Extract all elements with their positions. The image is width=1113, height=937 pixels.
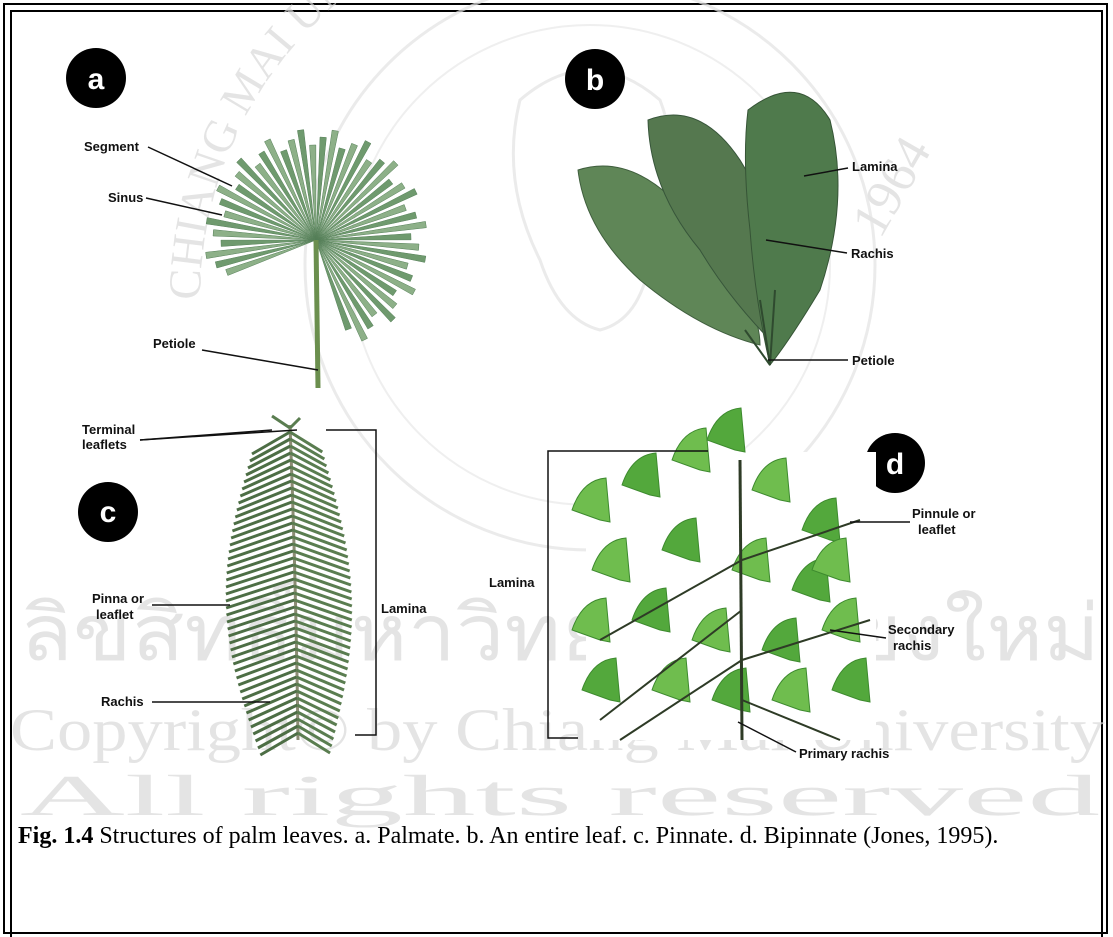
label-lamina-b: Lamina: [852, 159, 898, 174]
label-pinna-1: Pinna or: [92, 591, 144, 606]
caption-text: Structures of palm leaves. a. Palmate. b…: [93, 823, 998, 849]
label-secondary-1: Secondary: [888, 622, 955, 637]
label-secondary-2: rachis: [893, 638, 931, 653]
badge-c-text: c: [100, 496, 117, 529]
label-lamina-d: Lamina: [489, 575, 535, 590]
watermark-copyright: Copyright© by Chiang Mai University: [10, 697, 1105, 763]
watermark: CHIANG MAI UNIVERSITY 1964 ลิขสิทธิ์มหาว…: [10, 0, 1105, 828]
palmate-petiole: [316, 240, 318, 388]
label-rachis-b: Rachis: [851, 246, 894, 261]
bipinnate-leaf-image: [572, 408, 876, 740]
label-terminal-2: leaflets: [82, 437, 127, 452]
label-terminal-1: Terminal: [82, 422, 135, 437]
label-sinus: Sinus: [108, 190, 143, 205]
label-segment: Segment: [84, 139, 140, 154]
badge-b-text: b: [586, 64, 604, 97]
label-lamina-c: Lamina: [381, 601, 427, 616]
label-pinna-2: leaflet: [96, 607, 134, 622]
label-rachis-c: Rachis: [101, 694, 144, 709]
caption-label: Fig. 1.4: [18, 823, 93, 849]
label-pinnule-1: Pinnule or: [912, 506, 976, 521]
badge-d-text: d: [886, 448, 904, 481]
label-petiole-b: Petiole: [852, 353, 895, 368]
badge-a-text: a: [88, 63, 105, 96]
label-primary-rachis: Primary rachis: [799, 746, 889, 761]
label-petiole-a: Petiole: [153, 336, 196, 351]
figure-caption: Fig. 1.4 Structures of palm leaves. a. P…: [18, 818, 1094, 854]
label-pinnule-2: leaflet: [918, 522, 956, 537]
watermark-year: 1964: [841, 127, 942, 246]
